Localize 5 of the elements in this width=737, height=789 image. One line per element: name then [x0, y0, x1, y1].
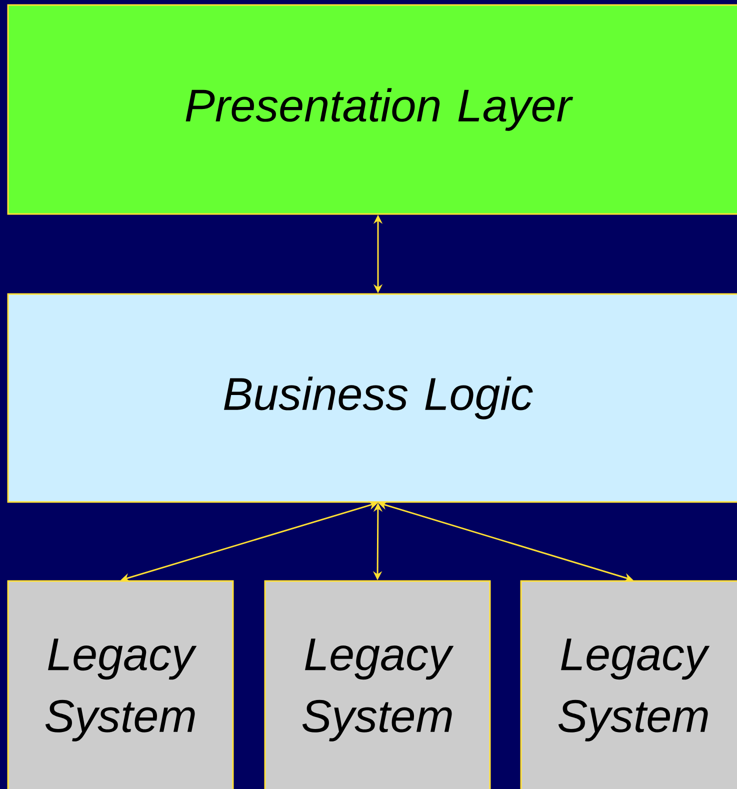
system-box: Legacy System: [264, 580, 491, 789]
system-box: Legacy System: [520, 580, 737, 789]
layer-box: Presentation Layer: [7, 4, 737, 215]
layer-box: Business Logic: [7, 293, 737, 503]
system-box: Legacy System: [7, 580, 234, 789]
